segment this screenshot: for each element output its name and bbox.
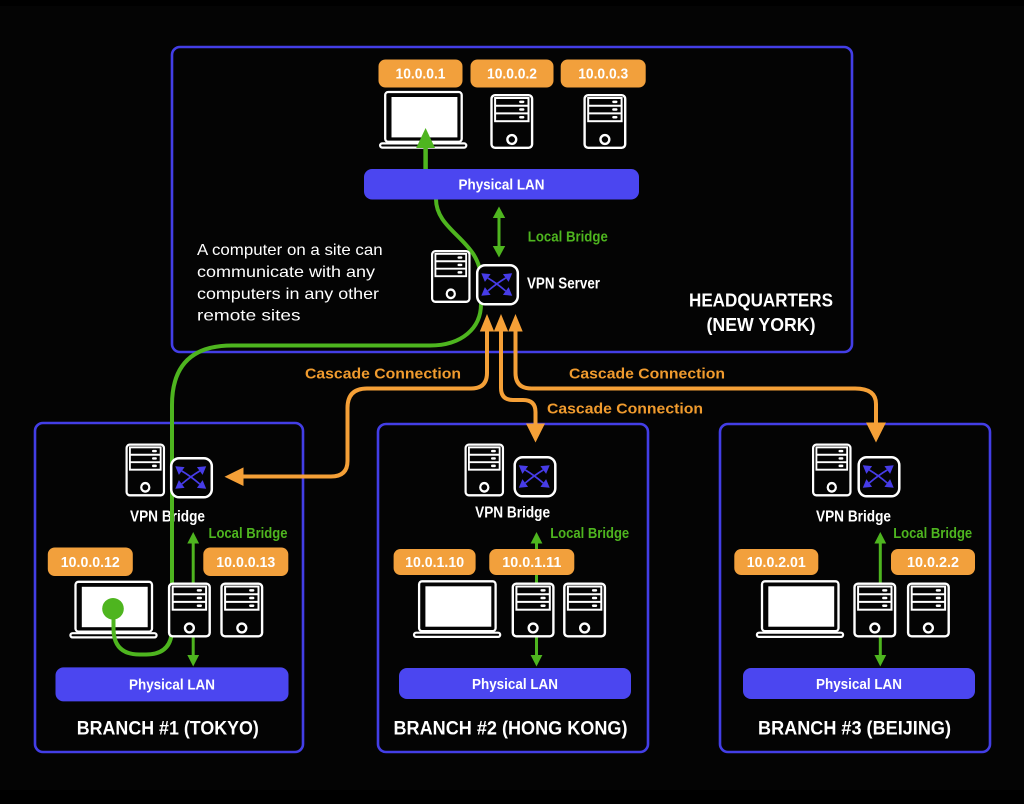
svg-text:BRANCH #2 (HONG KONG): BRANCH #2 (HONG KONG) [394, 719, 628, 740]
svg-text:Physical LAN: Physical LAN [129, 677, 215, 694]
svg-text:remote sites: remote sites [197, 308, 301, 325]
svg-text:10.0.0.13: 10.0.0.13 [216, 554, 275, 571]
svg-text:VPN Bridge: VPN Bridge [816, 509, 891, 526]
svg-text:communicate with any: communicate with any [197, 264, 375, 281]
svg-text:VPN Bridge: VPN Bridge [130, 509, 205, 526]
svg-text:10.0.0.2: 10.0.0.2 [487, 66, 537, 83]
svg-text:(NEW YORK): (NEW YORK) [707, 315, 816, 335]
svg-text:10.0.2.01: 10.0.2.01 [747, 554, 806, 571]
svg-text:Physical LAN: Physical LAN [816, 676, 902, 693]
svg-text:Local Bridge: Local Bridge [550, 526, 629, 542]
svg-text:Local Bridge: Local Bridge [209, 526, 288, 542]
svg-text:BRANCH #3 (BEIJING): BRANCH #3 (BEIJING) [758, 719, 951, 740]
svg-text:VPN Server: VPN Server [527, 276, 600, 293]
svg-text:10.0.0.12: 10.0.0.12 [61, 554, 120, 571]
svg-text:A computer on a site can: A computer on a site can [197, 242, 383, 259]
svg-text:10.0.2.2: 10.0.2.2 [907, 554, 959, 571]
svg-text:Local Bridge: Local Bridge [528, 230, 608, 246]
svg-text:Cascade Connection: Cascade Connection [547, 401, 703, 418]
svg-text:Cascade Connection: Cascade Connection [305, 366, 461, 383]
svg-text:HEADQUARTERS: HEADQUARTERS [689, 291, 833, 311]
svg-text:Local Bridge: Local Bridge [893, 526, 972, 542]
svg-text:computers in any other: computers in any other [197, 286, 380, 303]
svg-text:Physical LAN: Physical LAN [459, 177, 545, 194]
svg-text:Physical LAN: Physical LAN [472, 676, 558, 693]
svg-text:10.0.0.1: 10.0.0.1 [396, 66, 446, 83]
svg-text:10.0.1.11: 10.0.1.11 [502, 554, 561, 571]
svg-text:10.0.1.10: 10.0.1.10 [405, 554, 464, 571]
svg-text:10.0.0.3: 10.0.0.3 [578, 66, 628, 83]
svg-text:BRANCH #1 (TOKYO): BRANCH #1 (TOKYO) [77, 719, 259, 740]
svg-text:Cascade Connection: Cascade Connection [569, 366, 725, 383]
svg-text:VPN Bridge: VPN Bridge [475, 505, 550, 522]
